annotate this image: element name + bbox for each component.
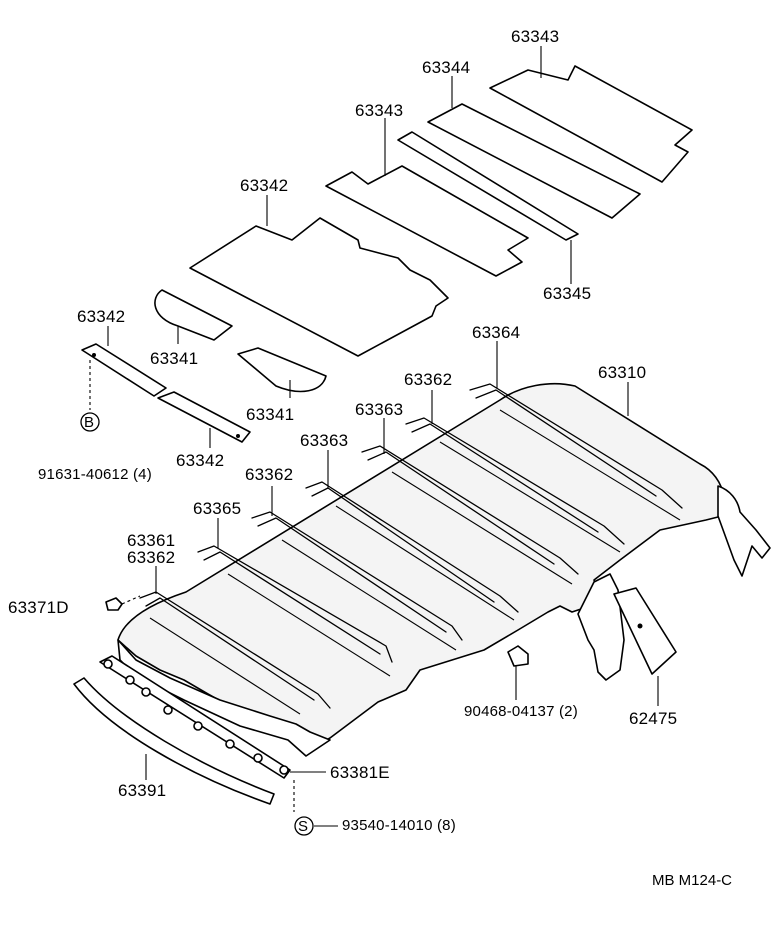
pad-63341-right	[237, 347, 327, 393]
pad-63343-mid	[325, 165, 529, 277]
part-label-63342-big: 63342	[240, 176, 289, 195]
part-label-63362-c: 63362	[127, 548, 176, 567]
part-label-93540: 93540-14010 (8)	[342, 817, 456, 834]
retainer-63381E	[99, 655, 291, 779]
leader-lines	[89, 46, 659, 827]
strip-63342-left	[81, 343, 251, 443]
part-label-63364: 63364	[472, 323, 521, 342]
part-label-63310: 63310	[598, 363, 647, 382]
part-label-62475: 62475	[629, 709, 678, 728]
callout-b-letter: B	[84, 414, 95, 431]
diagram-code: MB M124-C	[652, 872, 733, 889]
clip-63371D	[105, 595, 141, 611]
pad-63341-left	[154, 289, 233, 341]
pad-63342-big	[189, 217, 449, 357]
part-label-63341-a: 63341	[150, 349, 199, 368]
callout-B	[80, 412, 100, 432]
part-label-63344: 63344	[422, 58, 471, 77]
part-label-63361: 63361	[127, 531, 176, 550]
part-label-63365: 63365	[193, 499, 242, 518]
part-label-63342-left: 63342	[77, 307, 126, 326]
part-label-63362-a: 63362	[404, 370, 453, 389]
strip-63345	[397, 131, 579, 241]
part-label-63342-strip: 63342	[176, 451, 225, 470]
part-label-63363-a: 63363	[355, 400, 404, 419]
panel-62475	[613, 587, 677, 675]
part-label-91631: 91631-40612 (4)	[38, 466, 152, 483]
part-label-63343-mid: 63343	[355, 101, 404, 120]
callout-S	[294, 816, 314, 836]
clip-90468	[507, 645, 529, 667]
part-label-63345: 63345	[543, 284, 592, 303]
part-label-63363-b: 63363	[300, 431, 349, 450]
roof-headlining-63310	[117, 382, 771, 757]
part-label-63343-top: 63343	[511, 27, 560, 46]
part-label-90468: 90468-04137 (2)	[464, 703, 578, 720]
callout-s-letter: S	[298, 818, 309, 835]
part-label-63371D: 63371D	[8, 598, 69, 617]
part-label-63381E: 63381E	[330, 763, 390, 782]
pad-63344	[427, 103, 641, 219]
part-label-63391: 63391	[118, 781, 167, 800]
part-label-63341-b: 63341	[246, 405, 295, 424]
part-label-63362-b: 63362	[245, 465, 294, 484]
molding-63391	[73, 677, 275, 805]
